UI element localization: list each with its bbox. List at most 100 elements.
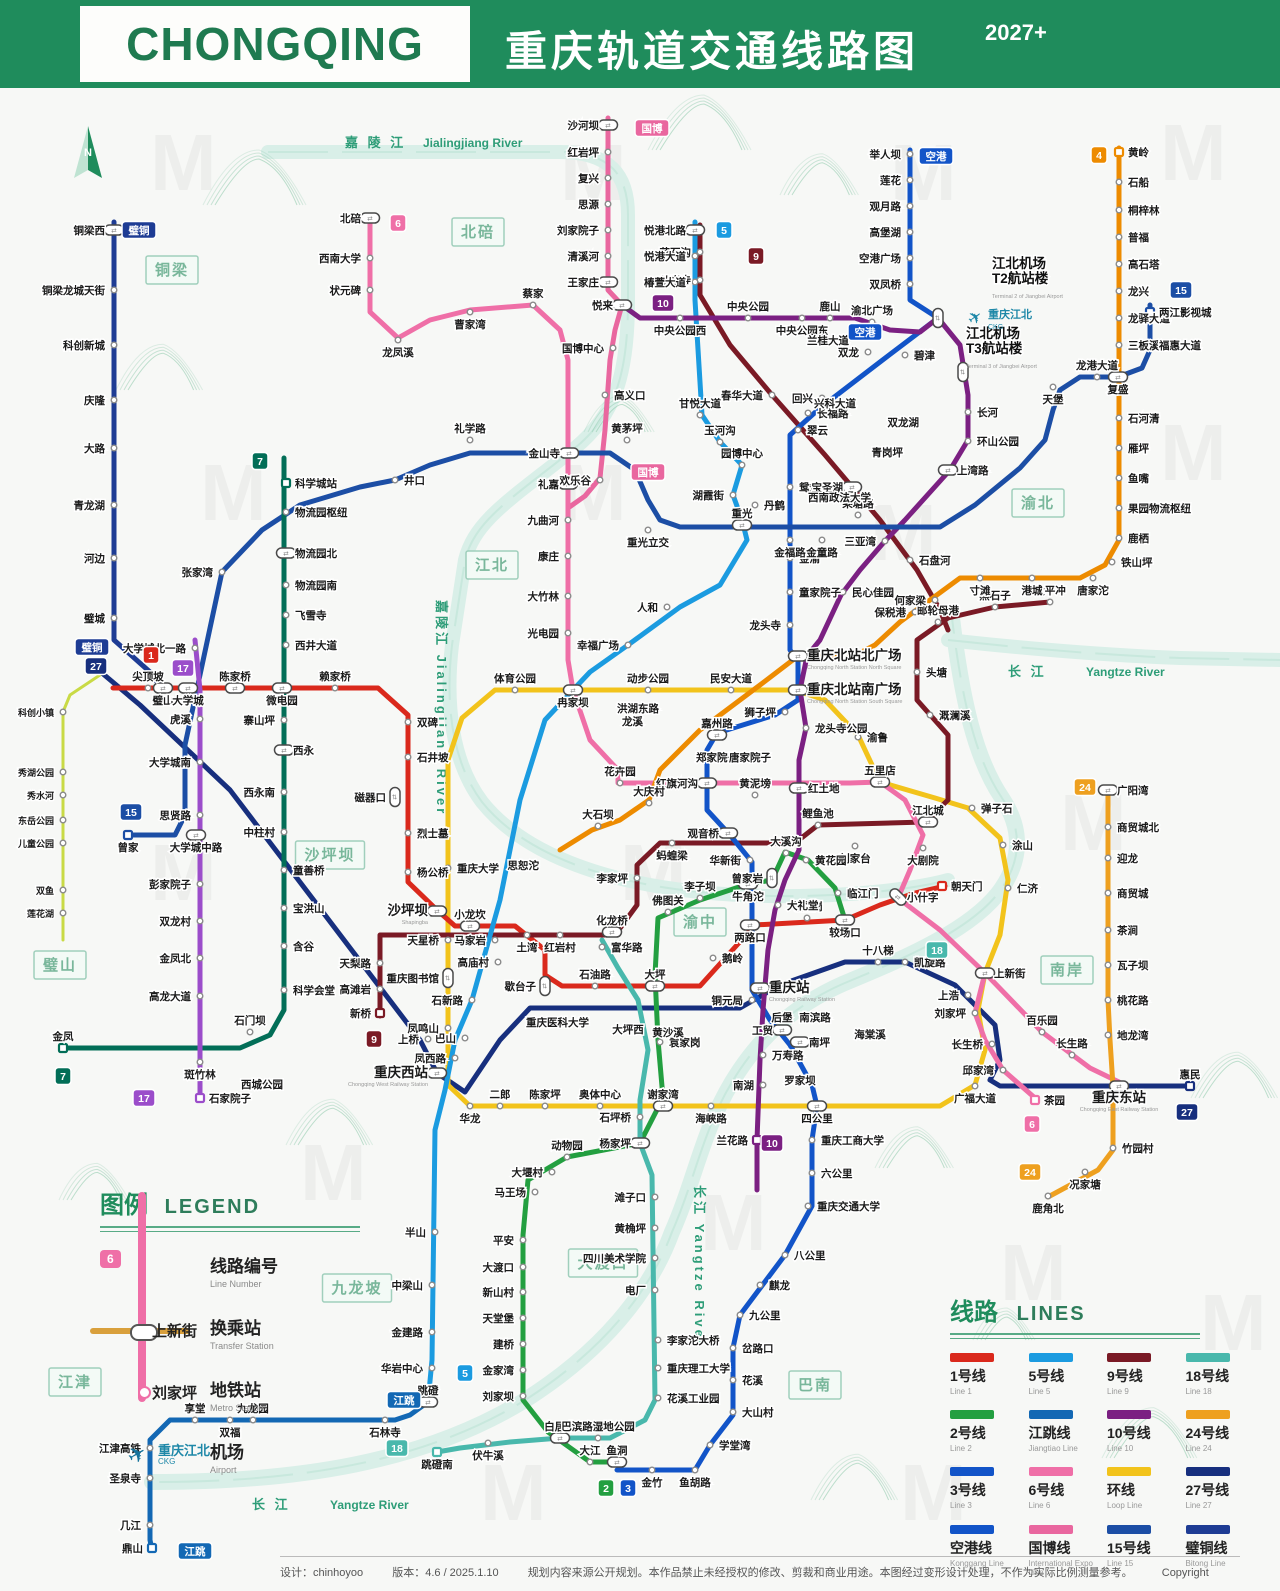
transfer-glyph: ⇄ xyxy=(425,1399,431,1406)
station-label: 渝北广场 xyxy=(851,304,893,317)
station-label: 青岗坪 xyxy=(872,446,904,459)
station-label: 重光立交 xyxy=(627,536,669,549)
station-marker xyxy=(1115,414,1123,422)
station-label: 鹿山 xyxy=(820,300,841,313)
station-marker xyxy=(59,839,67,847)
hub-label: T2航站楼 xyxy=(992,270,1049,286)
station-marker xyxy=(786,536,794,544)
line-badge-text: 17 xyxy=(138,1093,150,1105)
transfer-glyph: ⇄ xyxy=(367,215,373,222)
station-label: 半山 xyxy=(405,1226,426,1239)
district-label: 大渡口 xyxy=(577,1254,628,1272)
station-label: 曹家湾 xyxy=(454,318,486,331)
station-marker xyxy=(756,1281,764,1289)
line-name-zh: 27号线 xyxy=(1185,1482,1230,1499)
transfer-oval xyxy=(766,867,778,889)
station-label: 临江门 xyxy=(847,887,879,900)
mountain-icon xyxy=(1198,1057,1273,1099)
legend-item-en: Metro Station xyxy=(210,1402,264,1413)
transfer-glyph: ⇄ xyxy=(444,975,451,981)
airport-name-zh: 重庆江北 xyxy=(988,307,1032,321)
transfer-station-marker: ⇄ xyxy=(539,975,551,997)
station-label: 蔡家 xyxy=(522,287,544,300)
mountain-icon xyxy=(779,153,859,196)
line-name-en: International Expo Line xyxy=(1028,1558,1094,1577)
line-name-zh: 江跳线 xyxy=(1028,1425,1071,1442)
district-label: 南岸 xyxy=(1050,961,1084,979)
station-label: 花石沟 xyxy=(660,246,692,259)
mountain-icon xyxy=(659,103,743,151)
station-label: 园博中心 xyxy=(721,447,763,460)
station-marker xyxy=(1046,598,1054,606)
station-label: 石井坡 xyxy=(416,751,449,764)
line-color-chip xyxy=(950,1410,994,1420)
station-label: 龙港大道 xyxy=(1075,359,1118,372)
transfer-station-marker: ⇄ xyxy=(606,1456,628,1468)
station-label: 华岩中心 xyxy=(381,1362,423,1375)
station-label: 西城公园 xyxy=(241,1078,283,1091)
line-legend-item: 27号线 Line 27 xyxy=(1185,1467,1251,1510)
station-marker xyxy=(744,314,752,322)
station-marker xyxy=(851,842,859,850)
station-marker xyxy=(804,409,812,417)
station-label: 七星岗 xyxy=(791,900,823,913)
station-label: 大渡口 xyxy=(483,1261,515,1274)
station-label: 况家塘 xyxy=(1069,1178,1101,1191)
station-marker xyxy=(519,1366,527,1374)
line-legend-item: 国博线 International Expo Line xyxy=(1028,1524,1094,1577)
transfer-station-marker: ⇄ xyxy=(611,299,633,311)
station-marker xyxy=(404,829,412,837)
station-label: 重庆图书馆 xyxy=(387,972,440,985)
district-label: 渝中 xyxy=(683,913,717,931)
transfer-station-marker: ⇄ xyxy=(1108,1080,1130,1092)
station-marker xyxy=(768,391,776,399)
transfer-glyph: ⇄ xyxy=(565,481,571,488)
station-label: 新山村 xyxy=(483,1286,515,1299)
transfer-station-marker: ⇄ xyxy=(562,684,584,696)
station-label: 李家坪 xyxy=(596,872,629,885)
transfer-station-marker: ⇄ xyxy=(177,682,199,694)
station-label: 重光 xyxy=(732,507,753,520)
station-label: 悦来 xyxy=(592,299,613,312)
compass-right xyxy=(88,126,102,178)
station-marker xyxy=(444,1024,452,1032)
station-label: 寨山坪 xyxy=(243,714,276,727)
station-marker xyxy=(1115,341,1123,349)
station-label: 天梨路 xyxy=(340,957,372,970)
station-label: 何家梁 xyxy=(895,594,927,607)
station-label: 斑竹林 xyxy=(184,1068,216,1081)
station-marker xyxy=(1104,926,1112,934)
transfer-station-marker: ⇄ xyxy=(275,547,297,559)
mountain-icon xyxy=(882,1132,948,1169)
terminus-marker xyxy=(57,1042,69,1054)
line-name-en: Line 1 xyxy=(950,1387,972,1396)
transfer-station-marker: ⇄ xyxy=(597,276,619,288)
legend-rule xyxy=(100,1226,360,1232)
line-name-zh: 10号线 xyxy=(1107,1425,1151,1442)
station-marker xyxy=(964,437,972,445)
mountain-icon xyxy=(297,1107,365,1146)
station-marker xyxy=(999,841,1007,849)
district-box xyxy=(567,1248,639,1278)
hub-label: 江北机场 xyxy=(992,255,1046,271)
station-marker xyxy=(564,592,572,600)
station-marker xyxy=(645,799,653,807)
station-label: 璧城 xyxy=(84,612,105,625)
station-marker xyxy=(901,351,909,359)
lines-panel: 线路 LINES 1号线 Line 1 5号线 Line 5 9号线 Line … xyxy=(950,1292,1250,1591)
station-marker xyxy=(808,1169,816,1177)
station-marker xyxy=(654,1336,662,1344)
line-legend-item: 璧铜线 Bitong Line xyxy=(1185,1524,1251,1577)
station-marker xyxy=(59,909,67,917)
station-label: 广阳湾 xyxy=(1117,784,1149,797)
river-label-zh: 长 江 xyxy=(1008,664,1047,679)
transfer-oval xyxy=(652,1100,674,1112)
transfer-oval xyxy=(601,926,623,938)
station-marker xyxy=(110,286,118,294)
station-label: 璧山 xyxy=(153,694,174,707)
station-label: 大路 xyxy=(84,442,105,455)
transfer-oval xyxy=(629,1137,651,1149)
station-label: 陈家桥 xyxy=(219,670,251,683)
line-name-zh: 5号线 xyxy=(1028,1368,1065,1384)
station-marker xyxy=(591,982,599,990)
